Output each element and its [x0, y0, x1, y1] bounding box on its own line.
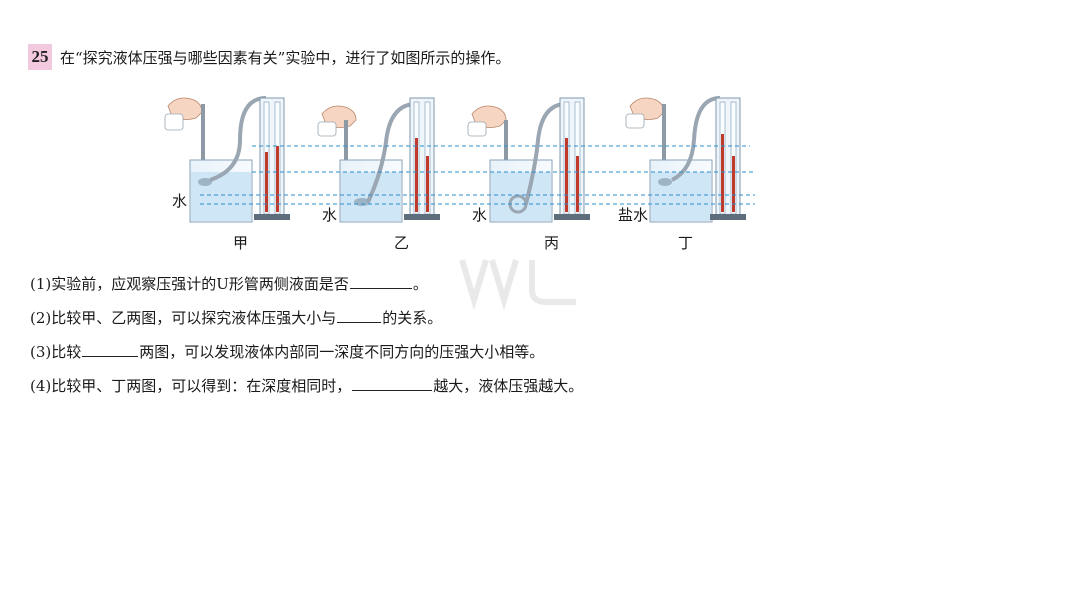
watermark-logo — [459, 259, 576, 310]
subquestion-1-tail: 。 — [412, 275, 428, 293]
panel-jia-label: 甲 — [233, 234, 248, 252]
subquestion-4: (4)比较甲、丁两图，可以得到：在深度相同时， 越大，液体压强越大。 — [30, 376, 583, 396]
panel-jia-liquid-label: 水 — [172, 192, 187, 210]
subquestion-2-tail: 的关系。 — [382, 309, 443, 327]
panel-yi-liquid-label: 水 — [322, 206, 337, 224]
subquestion-1-text: (1)实验前，应观察压强计的U形管两侧液面是否 — [30, 275, 349, 293]
panel-bing-apparatus — [467, 97, 590, 223]
question-stem: 在“探究液体压强与哪些因素有关”实验中，进行了如图所示的操作。 — [60, 49, 511, 67]
subquestion-3-tail: 两图，可以发现液体内部同一深度不同方向的压强大小相等。 — [139, 343, 545, 361]
answer-blank-1[interactable] — [349, 274, 412, 289]
subquestion-2-text: (2)比较甲、乙两图，可以探究液体压强大小与 — [30, 309, 337, 327]
question-number-badge: 25 — [28, 44, 52, 70]
panel-yi-label: 乙 — [394, 234, 409, 252]
subquestion-4-text: (4)比较甲、丁两图，可以得到：在深度相同时， — [30, 377, 352, 395]
panel-ding-apparatus — [625, 96, 746, 223]
subquestion-4-tail: 越大，液体压强越大。 — [433, 377, 584, 395]
panel-jia-apparatus — [164, 96, 290, 223]
subquestion-3: (3)比较 两图，可以发现液体内部同一深度不同方向的压强大小相等。 — [30, 342, 544, 362]
subquestion-1: (1)实验前，应观察压强计的U形管两侧液面是否 。 — [30, 274, 428, 294]
panel-yi-apparatus — [317, 97, 440, 223]
panel-ding-liquid-label: 盐水 — [618, 206, 648, 224]
answer-blank-4[interactable] — [352, 376, 433, 391]
subquestion-3-text: (3)比较 — [30, 343, 82, 361]
panel-ding-label: 丁 — [678, 234, 693, 252]
panel-bing-label: 丙 — [544, 234, 559, 252]
answer-blank-3[interactable] — [82, 342, 139, 357]
answer-blank-2[interactable] — [337, 308, 382, 323]
reference-dashed-lines — [200, 145, 755, 205]
subquestion-2: (2)比较甲、乙两图，可以探究液体压强大小与 的关系。 — [30, 308, 442, 328]
experiment-figure: 水 水 水 盐水 甲 乙 丙 丁 — [164, 96, 755, 252]
panel-bing-liquid-label: 水 — [472, 206, 487, 224]
